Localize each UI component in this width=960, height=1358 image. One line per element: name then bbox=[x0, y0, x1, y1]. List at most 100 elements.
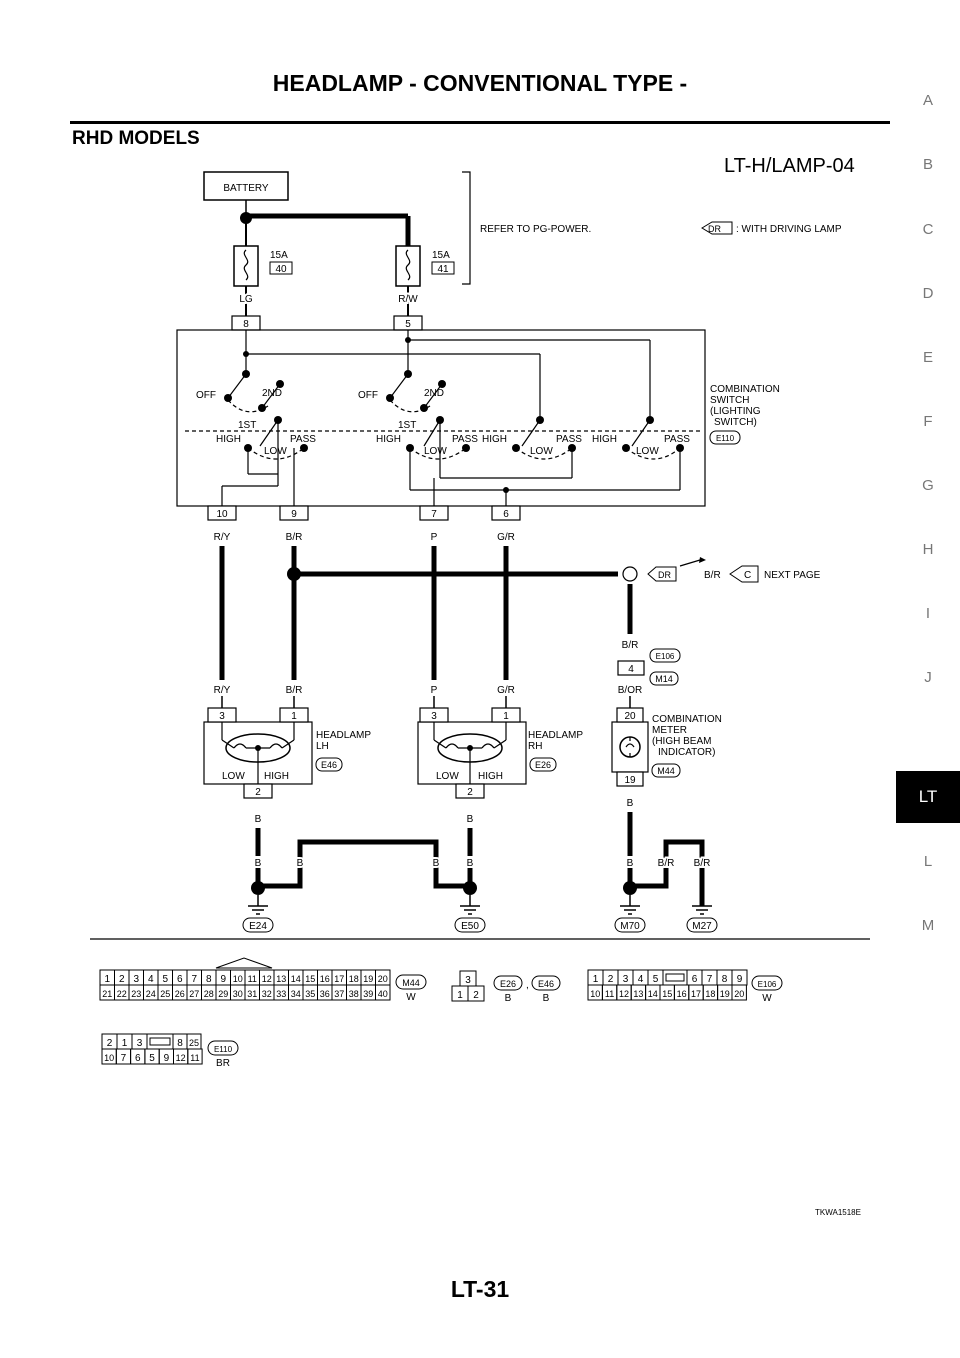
side-tab-g[interactable]: G bbox=[922, 477, 934, 494]
meter-line4: INDICATOR) bbox=[658, 747, 715, 758]
sw-high-3: HIGH bbox=[482, 434, 507, 445]
rh-pin-2: 2 bbox=[467, 787, 473, 798]
sw-low-3: LOW bbox=[530, 446, 553, 457]
sw-pass-1: PASS bbox=[290, 434, 316, 445]
conn-c: C bbox=[744, 570, 751, 581]
m44-cell-15: 15 bbox=[305, 974, 315, 984]
side-tab-c[interactable]: C bbox=[922, 221, 934, 238]
sw-2nd-lh: 2ND bbox=[262, 388, 282, 399]
side-tab-i[interactable]: I bbox=[925, 605, 931, 622]
e106-cell-5: 5 bbox=[653, 974, 659, 985]
meter-box bbox=[611, 721, 649, 773]
side-tab-f[interactable]: F bbox=[923, 413, 933, 430]
side-tab-b[interactable]: B bbox=[922, 156, 933, 173]
ground-m27: M27 bbox=[692, 921, 712, 932]
e106-face-tag: E106 bbox=[758, 980, 777, 989]
lh-wire-b: B bbox=[255, 814, 262, 825]
e110-face-color: BR bbox=[216, 1058, 230, 1069]
m44-cell-37: 37 bbox=[334, 989, 344, 999]
e46-face-tag: E46 bbox=[538, 979, 554, 989]
m44-cell-3: 3 bbox=[133, 974, 139, 985]
lh-pin-3: 3 bbox=[219, 711, 225, 722]
m70-wire-br: B/R bbox=[658, 858, 675, 869]
e106-tag: E106 bbox=[656, 652, 675, 661]
m44-cell-14: 14 bbox=[291, 974, 301, 984]
e26-face-tag: E26 bbox=[500, 979, 516, 989]
pin-10: 10 bbox=[216, 509, 228, 520]
e24-wire-b: B bbox=[255, 858, 262, 869]
fuse-symbol-icon bbox=[243, 249, 249, 281]
side-tab-m[interactable]: M bbox=[921, 917, 935, 934]
e26-cell-2: 2 bbox=[473, 990, 479, 1001]
side-tab-a[interactable]: A bbox=[922, 92, 933, 109]
m44-cell-23: 23 bbox=[131, 989, 141, 999]
e106-cell-3: 3 bbox=[623, 974, 629, 985]
m44-cell-29: 29 bbox=[218, 989, 228, 999]
combi-sw-line3: (LIGHTING bbox=[710, 406, 761, 417]
m44-cell-30: 30 bbox=[233, 989, 243, 999]
m44-cell-36: 36 bbox=[320, 989, 330, 999]
br-junction bbox=[287, 567, 301, 581]
e106-cell-14: 14 bbox=[648, 989, 658, 999]
m44-cell-5: 5 bbox=[162, 974, 168, 985]
meter-pin-20: 20 bbox=[624, 711, 636, 722]
m44-cell-13: 13 bbox=[276, 974, 286, 984]
e106-cell-18: 18 bbox=[705, 989, 715, 999]
side-tab-d[interactable]: D bbox=[922, 285, 934, 302]
meter-line3: (HIGH BEAM bbox=[652, 736, 711, 747]
m70-wire-b: B bbox=[627, 858, 634, 869]
combi-sw-connector: E110 bbox=[716, 434, 735, 443]
m44-cell-4: 4 bbox=[148, 974, 154, 985]
wire-gr-top: G/R bbox=[497, 532, 515, 543]
ground-e24: E24 bbox=[249, 921, 267, 932]
side-tab-e[interactable]: E bbox=[922, 349, 933, 366]
wire-p-bottom: P bbox=[431, 685, 438, 696]
m44-cell-28: 28 bbox=[204, 989, 214, 999]
e110-key-blank bbox=[146, 1033, 174, 1050]
sw-1st-lh: 1ST bbox=[238, 420, 256, 431]
pin-4: 4 bbox=[628, 664, 634, 675]
side-tab-lt-active[interactable]: LT bbox=[896, 771, 960, 823]
m44-cell-40: 40 bbox=[378, 989, 388, 999]
wire-bor: B/OR bbox=[618, 685, 642, 696]
wire-br-next: B/R bbox=[704, 570, 721, 581]
e26-cell-3: 3 bbox=[465, 975, 471, 986]
page-number: LT-31 bbox=[450, 1276, 510, 1302]
e110-cell-10: 10 bbox=[104, 1053, 114, 1063]
wire-gr-bottom: G/R bbox=[497, 685, 515, 696]
pin-5: 5 bbox=[405, 319, 411, 330]
m44-cell-8: 8 bbox=[206, 974, 212, 985]
m44-cell-9: 9 bbox=[220, 974, 226, 985]
lh-pin-1: 1 bbox=[291, 711, 297, 722]
e50-wire-b: B bbox=[433, 858, 440, 869]
wire-ry-top: R/Y bbox=[214, 532, 231, 543]
e110-cell-8: 8 bbox=[177, 1038, 183, 1049]
e110-cell-1: 1 bbox=[122, 1038, 128, 1049]
rh-pin-3: 3 bbox=[431, 711, 437, 722]
m44-cell-7: 7 bbox=[191, 974, 197, 985]
sw-low-1: LOW bbox=[264, 446, 287, 457]
side-tab-l[interactable]: L bbox=[923, 853, 933, 870]
meter-pin-19: 19 bbox=[624, 775, 636, 786]
sw-pass-3: PASS bbox=[556, 434, 582, 445]
m44-cell-6: 6 bbox=[177, 974, 183, 985]
e110-cell-2: 2 bbox=[107, 1038, 113, 1049]
combi-sw-line4: SWITCH) bbox=[714, 417, 757, 428]
e106-cell-12: 12 bbox=[619, 989, 629, 999]
sw-low-4: LOW bbox=[636, 446, 659, 457]
dr-splice bbox=[622, 566, 638, 582]
side-tab-j[interactable]: J bbox=[924, 669, 932, 686]
headlamp-lh-line2: LH bbox=[316, 741, 329, 752]
headlamp-lh-line1: HEADLAMP bbox=[316, 730, 371, 741]
m44-cell-27: 27 bbox=[189, 989, 199, 999]
pin-8: 8 bbox=[243, 319, 249, 330]
m14-tag: M14 bbox=[655, 674, 673, 684]
sw-2nd-rh: 2ND bbox=[424, 388, 444, 399]
side-tab-h[interactable]: H bbox=[922, 541, 934, 558]
m44-cell-20: 20 bbox=[378, 974, 388, 984]
e110-cell-6: 6 bbox=[135, 1053, 141, 1064]
m44-face-tag: M44 bbox=[402, 978, 420, 988]
wire-br-bottom: B/R bbox=[286, 685, 303, 696]
